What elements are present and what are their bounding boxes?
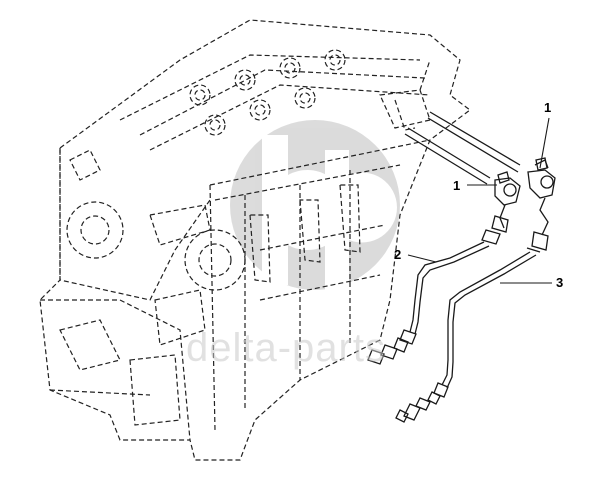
engine-block [39,19,471,461]
oil-pipe-2 [367,127,521,365]
callout-1-middle: 1 [453,178,461,193]
callout-1-top: 1 [544,100,552,115]
leader-lines [407,117,552,284]
watermark-text: delta-parts [186,326,386,370]
callout-2: 2 [394,247,402,262]
watermark-logo [230,120,400,300]
oil-pipe-3 [395,111,556,423]
callout-3: 3 [556,275,564,290]
